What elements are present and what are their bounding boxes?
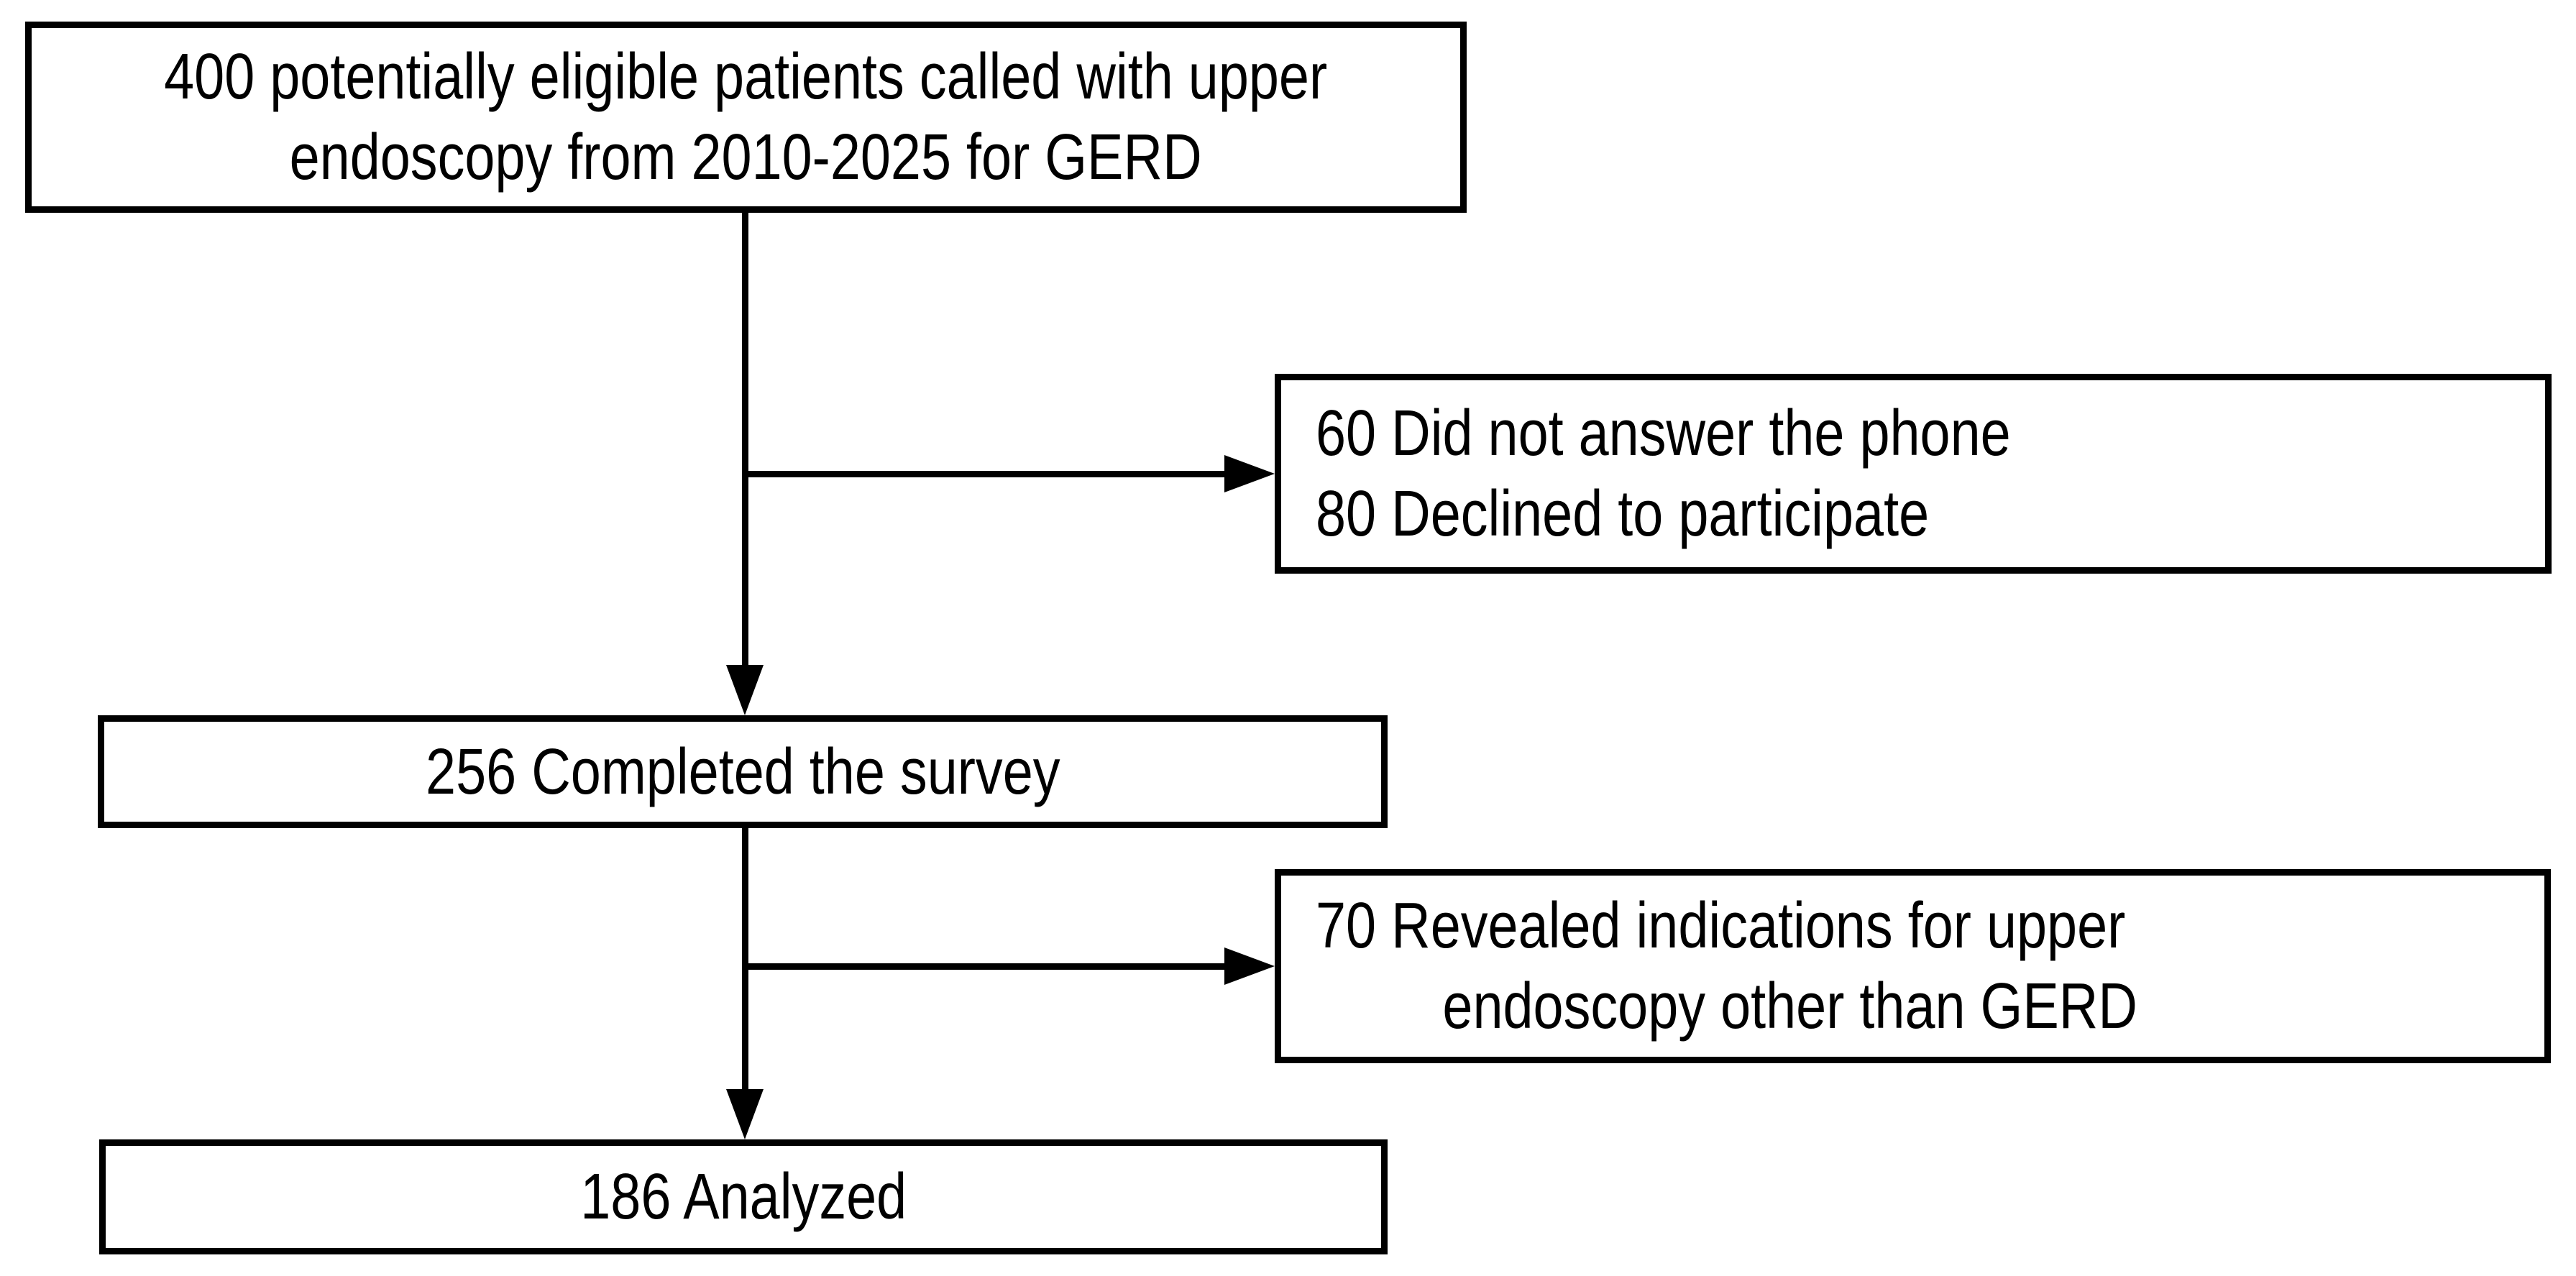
box-analyzed-line-1: 186 Analyzed bbox=[580, 1161, 907, 1233]
excluded-other-indications-line-1: 70 Revealed indications for upper bbox=[1316, 890, 2126, 962]
connector-eligible-to-completed bbox=[742, 213, 748, 672]
down-arrowhead-icon bbox=[726, 1089, 764, 1139]
connector-completed-to-analyzed bbox=[742, 828, 748, 1096]
box-excluded-not-reached-text: 60 Did not answer the phone 80 Declined … bbox=[1316, 393, 2348, 554]
connector-branch-excluded-first bbox=[742, 471, 1229, 477]
box-excluded-other-indications: 70 Revealed indications for upper endosc… bbox=[1275, 869, 2551, 1063]
box-analyzed-text: 186 Analyzed bbox=[580, 1157, 907, 1237]
box-eligible-line-1: 400 potentially eligible patients called… bbox=[164, 41, 1328, 113]
right-arrowhead-icon bbox=[1224, 455, 1275, 492]
box-excluded-other-indications-text: 70 Revealed indications for upper endosc… bbox=[1316, 886, 2348, 1047]
excluded-declined-line: 80 Declined to participate bbox=[1316, 478, 1930, 550]
box-eligible-patients: 400 potentially eligible patients called… bbox=[25, 22, 1467, 213]
box-completed-line-1: 256 Completed the survey bbox=[425, 735, 1060, 808]
connector-branch-excluded-second bbox=[742, 963, 1229, 970]
box-eligible-text: 400 potentially eligible patients called… bbox=[164, 37, 1327, 198]
box-analyzed: 186 Analyzed bbox=[99, 1139, 1388, 1254]
box-completed-survey: 256 Completed the survey bbox=[98, 715, 1388, 828]
box-completed-text: 256 Completed the survey bbox=[426, 732, 1060, 812]
excluded-not-answered-line: 60 Did not answer the phone bbox=[1316, 398, 2011, 469]
box-eligible-line-2: endoscopy from 2010-2025 for GERD bbox=[289, 121, 1203, 193]
excluded-other-indications-line-2: endoscopy other than GERD bbox=[1442, 970, 2137, 1042]
right-arrowhead-icon bbox=[1224, 947, 1275, 985]
down-arrowhead-icon bbox=[726, 665, 764, 715]
box-excluded-not-reached: 60 Did not answer the phone 80 Declined … bbox=[1275, 374, 2552, 574]
